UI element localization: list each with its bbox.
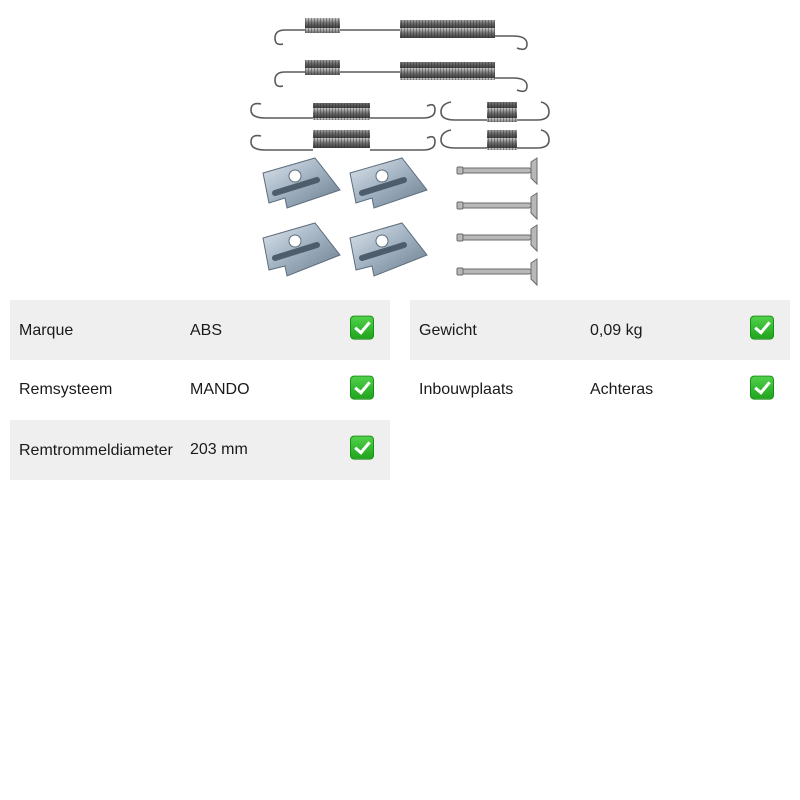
- spec-label: Remsysteem: [19, 381, 113, 398]
- spec-label: Inbouwplaats: [419, 381, 514, 398]
- product-image: [245, 8, 555, 290]
- spec-value: MANDO: [190, 381, 250, 398]
- spec-row-remsysteem: Remsysteem MANDO: [10, 360, 390, 420]
- spec-value: 203 mm: [190, 441, 248, 458]
- spec-label: Gewicht: [419, 322, 477, 339]
- spec-row-gewicht: Gewicht 0,09 kg: [410, 300, 790, 360]
- spec-row-inbouwplaats: Inbouwplaats Achteras: [410, 360, 790, 420]
- spec-value: 0,09 kg: [590, 322, 643, 339]
- check-icon: [350, 435, 374, 460]
- spec-table-right: Gewicht 0,09 kg Inbouwplaats Achteras: [410, 300, 790, 420]
- brake-shoe-fitting-kit-icon: [250, 18, 550, 287]
- spec-row-remtrommeldiameter: Remtrommeldiameter 203 mm: [10, 420, 390, 480]
- spec-table-left: Marque ABS Remsysteem MANDO Remtrommeldi…: [10, 300, 390, 480]
- spec-row-marque: Marque ABS: [10, 300, 390, 360]
- spec-label: Marque: [19, 322, 74, 339]
- spec-value: ABS: [190, 322, 223, 339]
- spec-value: Achteras: [590, 381, 654, 398]
- spec-label: Remtrommeldiameter: [19, 442, 173, 459]
- check-icon: [350, 375, 374, 400]
- check-icon: [750, 375, 774, 400]
- check-icon: [350, 315, 374, 340]
- check-icon: [750, 315, 774, 340]
